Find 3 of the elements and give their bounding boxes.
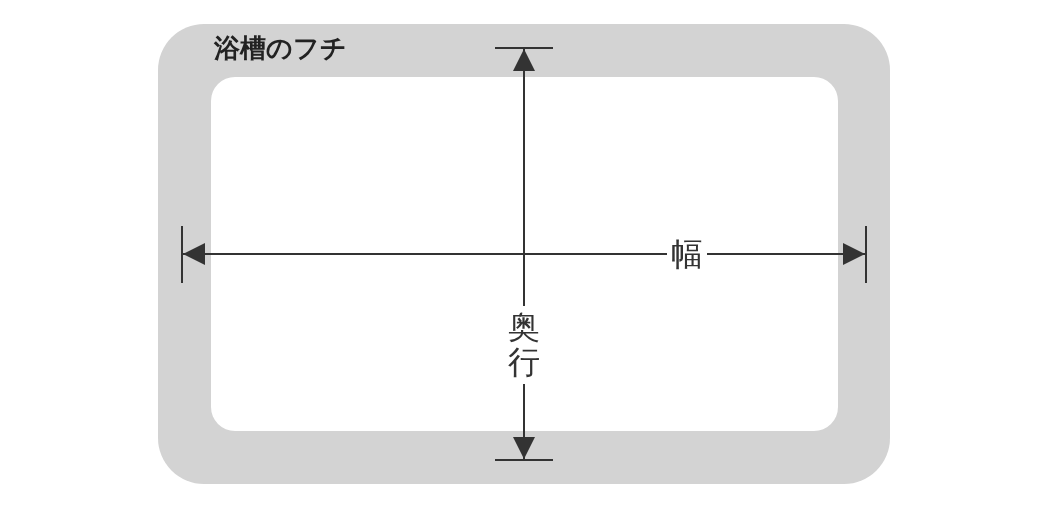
rim-label: 浴槽のフチ	[214, 33, 347, 65]
dimension-label: 幅	[667, 236, 707, 272]
bathtub-rim	[158, 24, 890, 484]
